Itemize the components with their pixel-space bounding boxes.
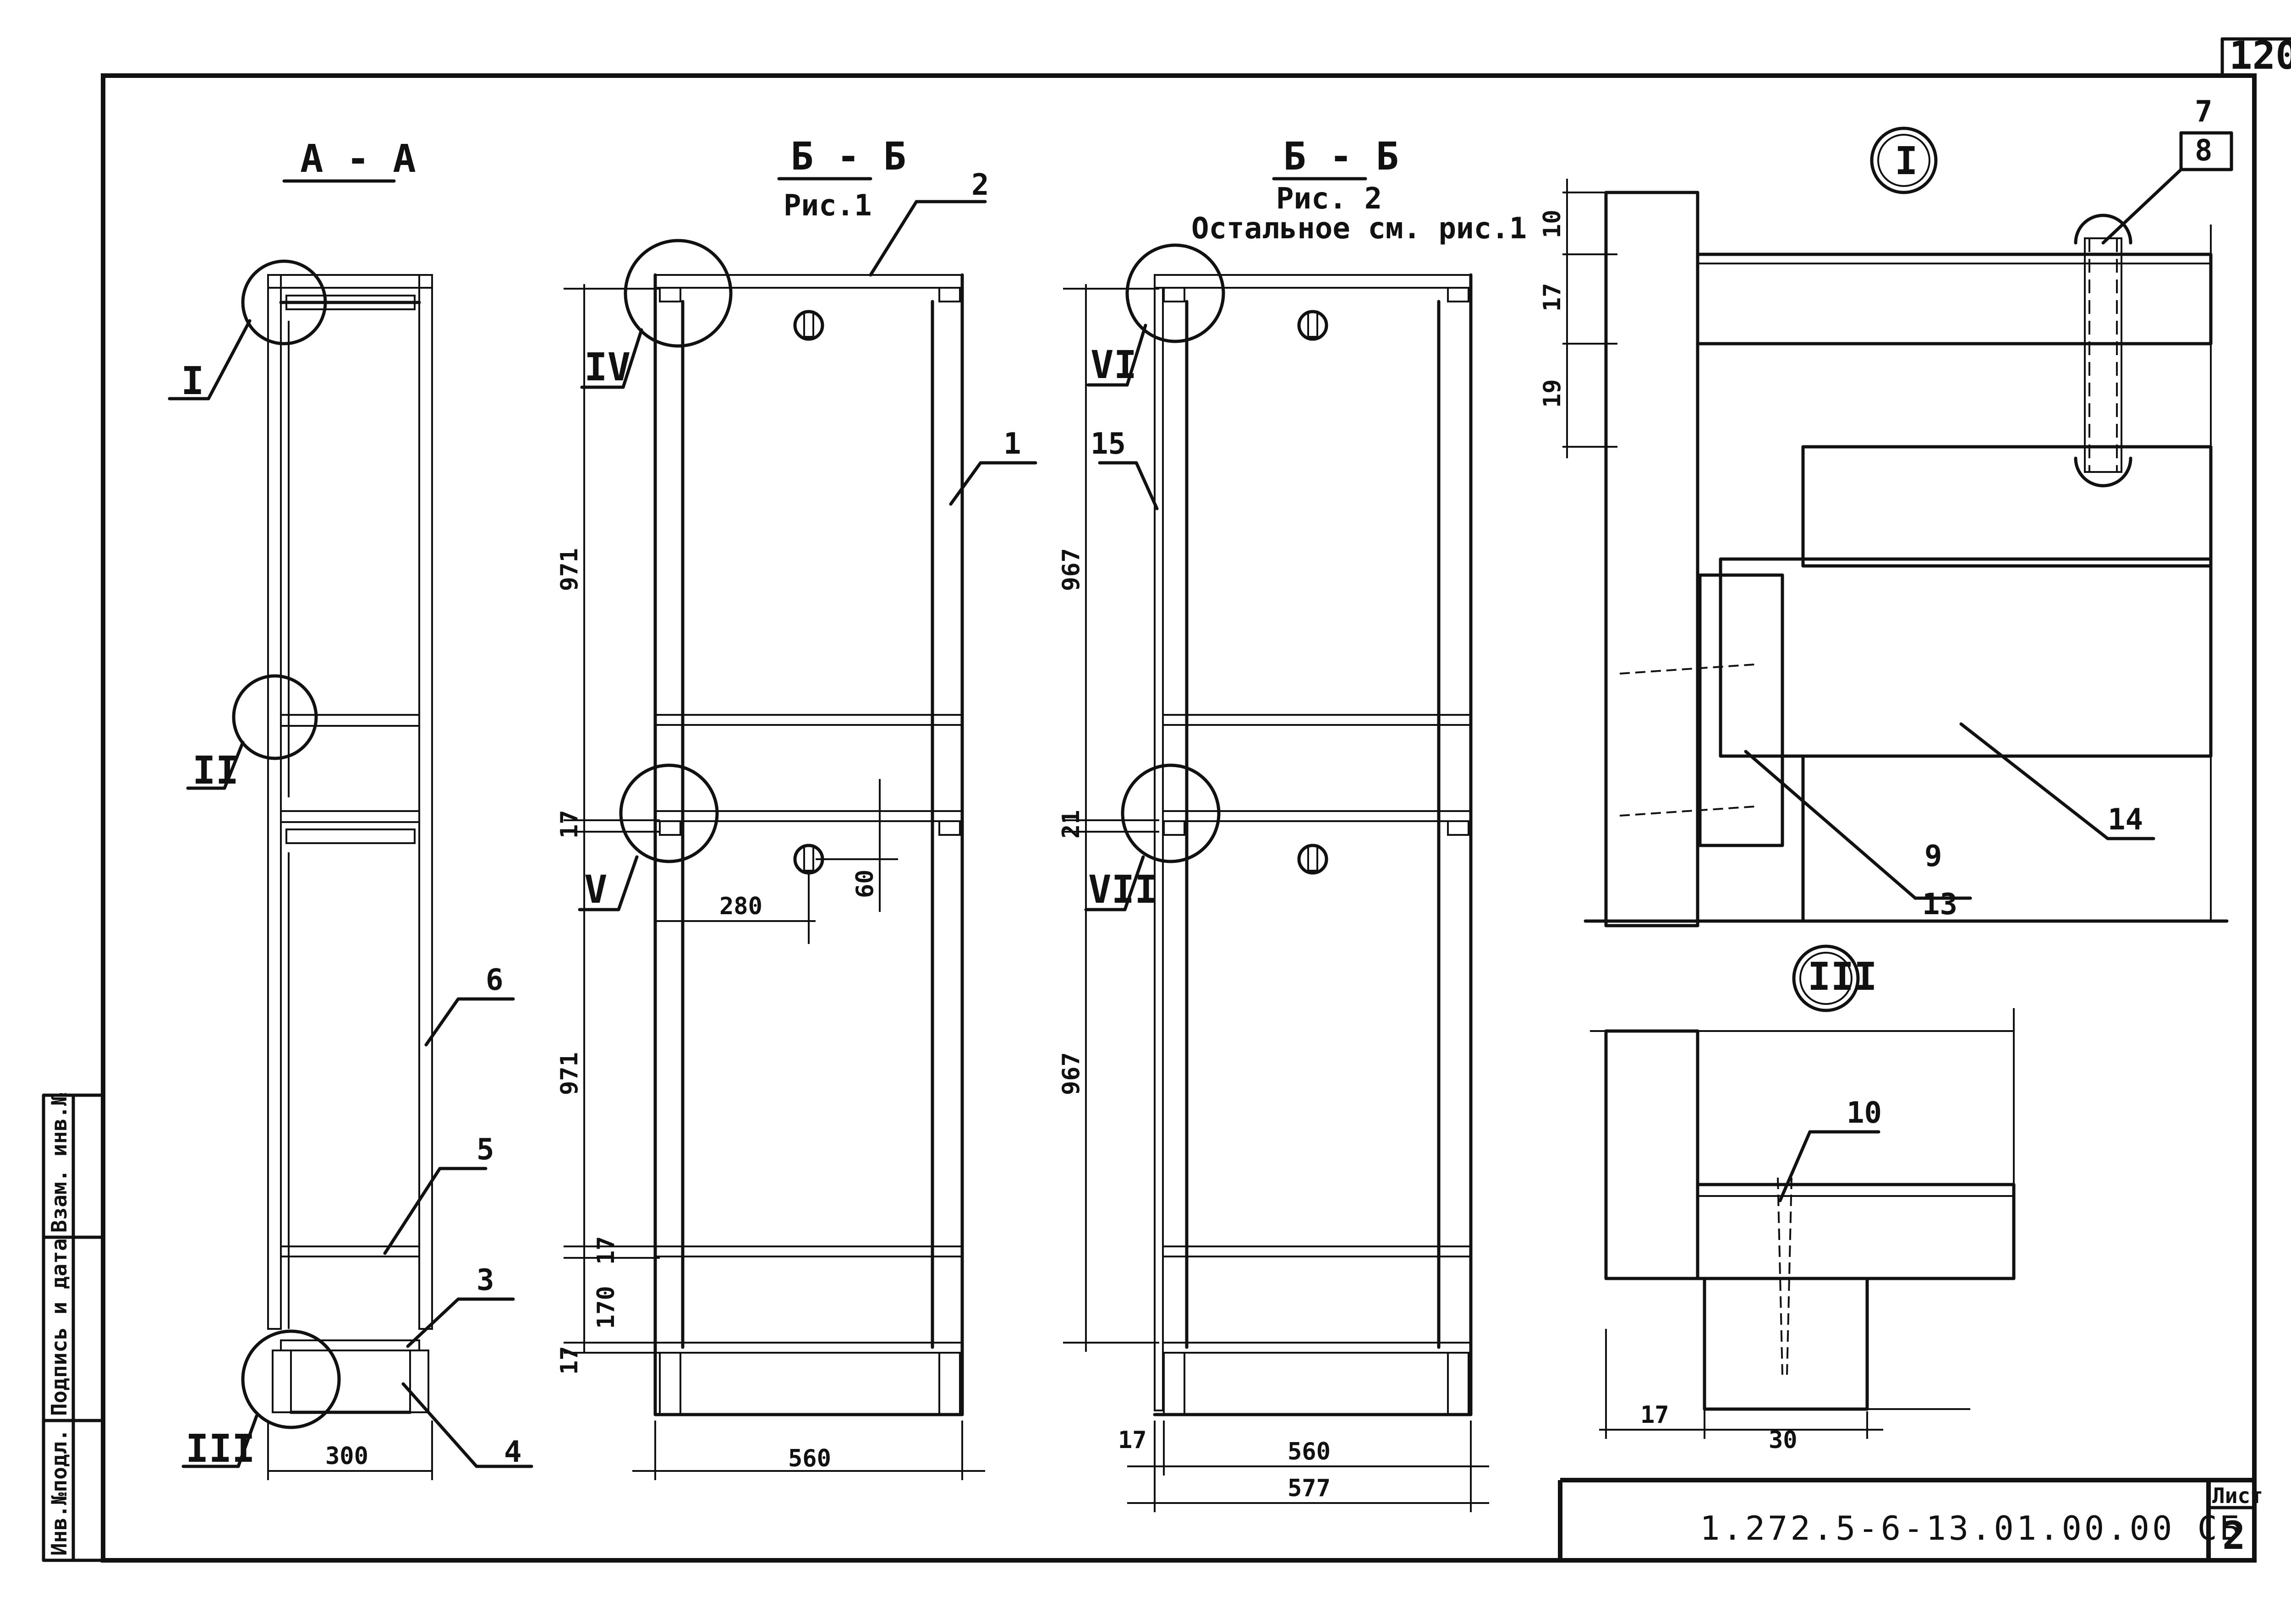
section-aa: А - А xyxy=(168,136,533,1480)
callout-ref-II: II xyxy=(192,748,239,793)
section-bb1: Б - Б Рис.1 xyxy=(564,134,1037,1480)
bb2-dim-21: 21 xyxy=(1058,810,1085,839)
bb2-width-inner: 560 xyxy=(1288,1438,1331,1465)
detail-III-dim-30: 30 xyxy=(1769,1426,1798,1454)
bb1-dim-17-bottom: 17 xyxy=(556,1346,583,1375)
section-aa-title: А - А xyxy=(300,136,416,181)
callout-7: 7 xyxy=(2195,95,2213,129)
bb1-dim-60: 60 xyxy=(851,869,879,898)
callout-ref-VI: VI xyxy=(1091,342,1137,387)
callout-1: 1 xyxy=(1003,427,1021,461)
bb1-dim-17-shelf: 17 xyxy=(592,1236,620,1265)
callout-ref-I: I xyxy=(181,358,204,403)
bb1-title: Б - Б xyxy=(790,134,906,179)
detail-I-title: I xyxy=(1895,138,1918,183)
callout-ref-VII: VII xyxy=(1088,867,1158,912)
detail-III-dim-17: 17 xyxy=(1640,1401,1669,1429)
callout-2: 2 xyxy=(971,168,989,202)
bb2-note: Остальное см. рис.1 xyxy=(1191,212,1527,246)
bb2-title: Б - Б xyxy=(1283,134,1399,179)
ref-circle-I xyxy=(241,259,327,346)
detail-I-dim-19: 19 xyxy=(1539,379,1566,408)
detail-I xyxy=(1562,126,2233,927)
callout-9: 9 xyxy=(1924,839,1942,873)
bb1-dim-971-top: 971 xyxy=(556,548,583,591)
callout-ref-IV: IV xyxy=(584,345,630,390)
sheet-index: 2 xyxy=(2222,1513,2246,1558)
detail-I-dim-10: 10 xyxy=(1539,209,1566,238)
stamp-inv: Инв.№подл. xyxy=(47,1429,71,1556)
aa-width: 300 xyxy=(325,1443,368,1470)
detail-III-title: III xyxy=(1808,954,1877,999)
bb2-left-dim: 17 xyxy=(1118,1426,1147,1454)
section-bb2: Б - Б Рис. 2 Остальное см. рис.1 xyxy=(1063,134,1527,1512)
bb2-dim-967-bottom: 967 xyxy=(1058,1052,1085,1095)
bb1-dim-971-bottom: 971 xyxy=(556,1052,583,1095)
callout-10: 10 xyxy=(1847,1096,1882,1130)
callout-3: 3 xyxy=(477,1263,494,1297)
bb1-dim-17-mid: 17 xyxy=(556,810,583,839)
sheet-number: 120 xyxy=(2229,33,2291,78)
bb1-dim-170: 170 xyxy=(592,1286,620,1329)
callout-14: 14 xyxy=(2108,803,2143,837)
ref-circle-II xyxy=(232,674,318,760)
bb1-sub: Рис.1 xyxy=(784,189,872,223)
detail-III xyxy=(1590,944,2016,1439)
stamp-signature: Подпись и дата xyxy=(47,1238,71,1416)
callout-ref-V: V xyxy=(584,867,608,912)
bb2-dim-967-top: 967 xyxy=(1058,548,1085,591)
bb2-width-total: 577 xyxy=(1288,1475,1331,1502)
bb1-dim-280: 280 xyxy=(719,893,762,920)
sheet-frame xyxy=(101,37,2291,1563)
callout-5: 5 xyxy=(477,1133,494,1167)
title-block xyxy=(1558,1478,2256,1560)
side-stamp xyxy=(42,1093,105,1562)
bb2-sub: Рис. 2 xyxy=(1276,182,1382,216)
callout-13: 13 xyxy=(1922,888,1957,922)
callout-15: 15 xyxy=(1091,427,1126,461)
drawing-code: 1.272.5-6-13.01.00.00 СБ xyxy=(1700,1509,2242,1547)
ref-circle-III xyxy=(241,1329,341,1429)
sheet-label: Лист xyxy=(2212,1483,2263,1508)
callout-ref-III: III xyxy=(186,1426,255,1471)
bb1-width: 560 xyxy=(788,1445,831,1472)
stamp-replace: Взам. инв.№ xyxy=(47,1093,71,1233)
callout-4: 4 xyxy=(504,1435,522,1469)
callout-8: 8 xyxy=(2195,134,2213,168)
detail-I-dim-17: 17 xyxy=(1539,283,1566,312)
callout-6: 6 xyxy=(486,963,504,997)
